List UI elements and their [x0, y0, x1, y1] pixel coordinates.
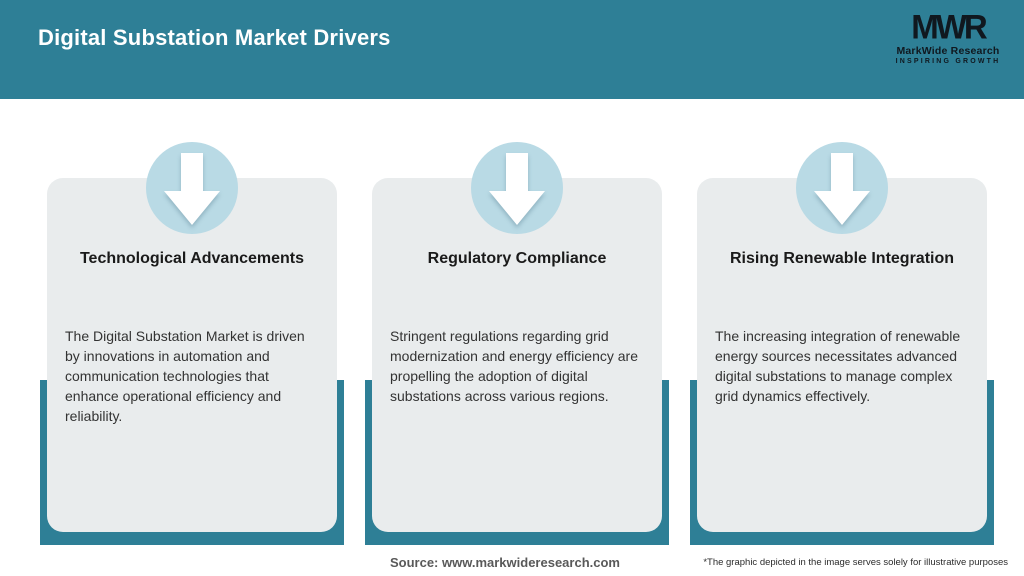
down-arrow-icon — [471, 142, 563, 234]
logo-company-name: MarkWide Research — [896, 45, 1000, 57]
mwr-logo-icon: MWR — [911, 7, 987, 46]
card-title: Rising Renewable Integration — [729, 250, 955, 267]
card-body: Regulatory Compliance Stringent regulati… — [372, 178, 662, 532]
card-body: Rising Renewable Integration The increas… — [697, 178, 987, 532]
card-title: Regulatory Compliance — [427, 250, 607, 267]
markwide-research-logo: MWR MarkWide Research INSPIRING GROWTH — [888, 7, 1008, 65]
source-attribution: Source: www.markwideresearch.com — [389, 555, 620, 570]
card-description: Stringent regulations regarding grid mod… — [390, 328, 639, 404]
card-description: The Digital Substation Market is driven … — [65, 328, 305, 424]
card-title: Technological Advancements — [79, 250, 305, 267]
card-description: The increasing integration of renewable … — [715, 328, 961, 404]
driver-card-rising-renewable-integration: Rising Renewable Integration The increas… — [690, 0, 994, 576]
page-title: Digital Substation Market Drivers — [38, 25, 391, 50]
down-arrow-icon — [146, 142, 238, 234]
card-body: Technological Advancements The Digital S… — [47, 178, 337, 532]
logo-tagline: INSPIRING GROWTH — [895, 58, 1001, 65]
down-arrow-icon — [796, 142, 888, 234]
driver-card-technological-advancements: Technological Advancements The Digital S… — [40, 0, 344, 576]
driver-card-regulatory-compliance: Regulatory Compliance Stringent regulati… — [365, 0, 669, 576]
header-bar: Digital Substation Market Drivers MWR Ma… — [0, 0, 1024, 99]
disclaimer-note: *The graphic depicted in the image serve… — [703, 557, 1008, 568]
